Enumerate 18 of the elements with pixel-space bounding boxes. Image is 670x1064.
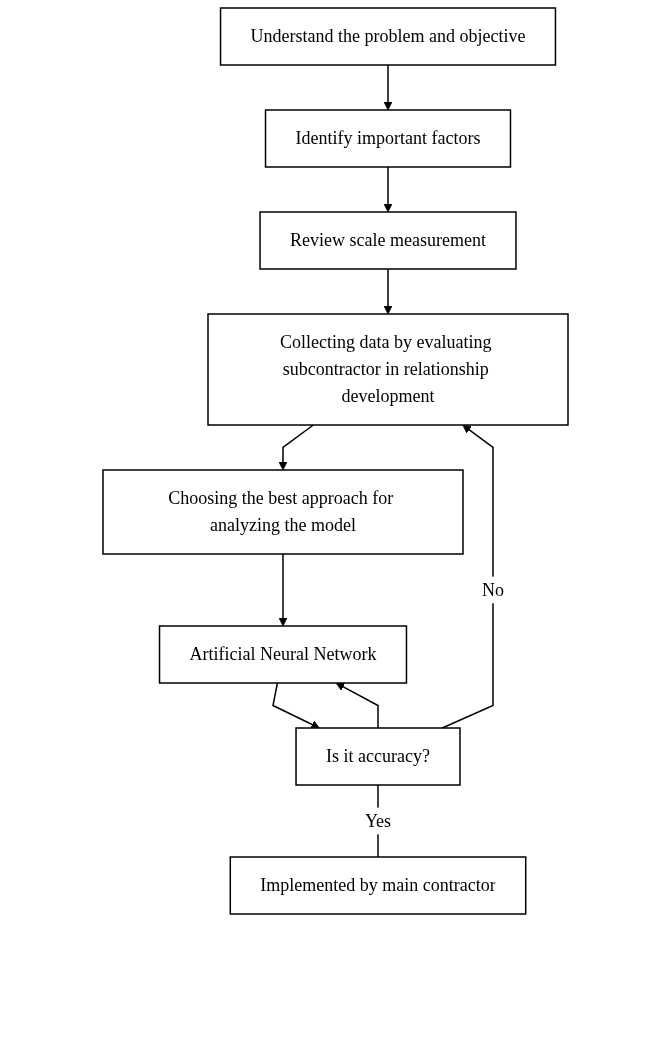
edge-label: Yes xyxy=(364,810,391,831)
arrow xyxy=(271,682,320,729)
arrow xyxy=(278,553,287,627)
arrow xyxy=(383,64,392,111)
arrow xyxy=(278,424,314,471)
node-box: Review scale measurement xyxy=(258,211,517,270)
arrow xyxy=(383,268,392,315)
arrow xyxy=(335,682,379,729)
arrow xyxy=(383,166,392,213)
node-box: Artificial Neural Network xyxy=(158,625,407,684)
node-box: Identify important factors xyxy=(264,109,511,168)
node-box: Understand the problem and objective xyxy=(219,7,556,66)
node-box: Implemented by main contractor xyxy=(229,856,526,915)
node-box: Is it accuracy? xyxy=(294,727,461,786)
node-box: Choosing the best approach for analyzing the model xyxy=(101,469,464,555)
node-box: Collecting data by evaluating subcontractor in relationship development xyxy=(206,313,569,426)
arrow xyxy=(441,424,494,729)
edge-label: No xyxy=(481,579,504,600)
